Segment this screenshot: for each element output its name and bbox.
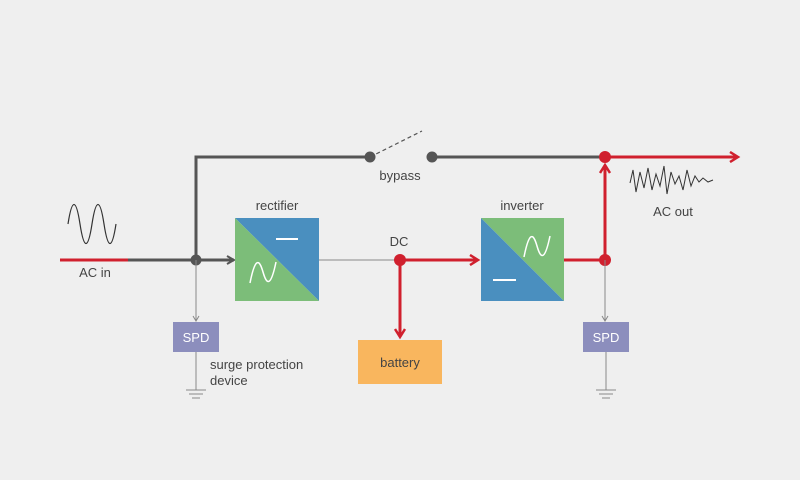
battery-label: battery	[380, 355, 420, 370]
dc-junction	[394, 254, 406, 266]
bypass-switch-left-contact	[364, 151, 376, 163]
ac-in-sine-icon	[67, 203, 117, 245]
bypass-label: bypass	[379, 168, 421, 183]
dc-label: DC	[390, 234, 409, 249]
output-junction-top	[599, 151, 611, 163]
inverter-block	[481, 218, 564, 301]
rectifier-label: rectifier	[256, 198, 299, 213]
spd-description-line1: surge protection	[210, 357, 303, 372]
ac-out-label: AC out	[653, 204, 693, 219]
spd-right-label: SPD	[593, 330, 620, 345]
ground-left-icon	[186, 389, 206, 399]
spd-left-box	[173, 322, 219, 352]
ground-right-icon	[596, 389, 616, 399]
battery-box	[358, 340, 442, 384]
rectifier-block	[235, 218, 319, 301]
ac-out-distorted-wave-icon	[629, 165, 714, 195]
inverter-label: inverter	[500, 198, 544, 213]
bypass-line	[194, 155, 370, 260]
ac-in-label: AC in	[79, 265, 111, 280]
spd-left-label: SPD	[183, 330, 210, 345]
bypass-switch-blade	[369, 130, 423, 158]
spd-description-line2: device	[210, 373, 248, 388]
spd-right-box	[583, 322, 629, 352]
